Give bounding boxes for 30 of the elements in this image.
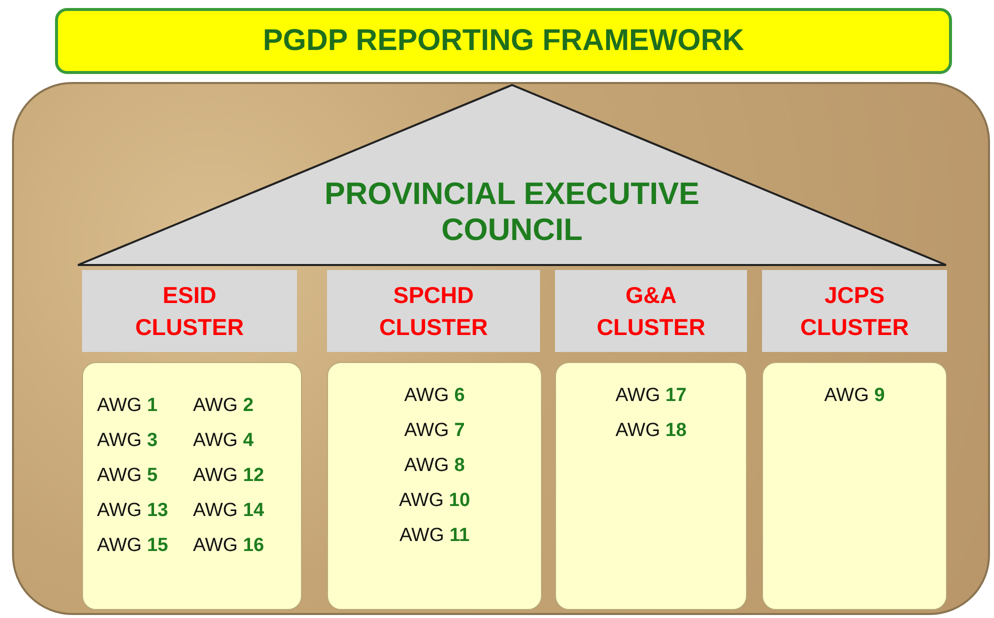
working-group-label: AWG 8 — [404, 455, 465, 477]
cluster-header: ESID CLUSTER — [82, 270, 297, 352]
working-group-label: AWG 12 — [193, 465, 264, 487]
cluster-header: G&A CLUSTER — [555, 270, 747, 352]
working-group-label: AWG 3 — [97, 430, 158, 452]
council-heading: PROVINCIAL EXECUTIVE COUNCIL — [324, 176, 700, 248]
roof-triangle — [77, 84, 947, 266]
working-group-label: AWG 5 — [97, 465, 158, 487]
working-group-label: AWG 7 — [404, 420, 465, 442]
title-banner: PGDP REPORTING FRAMEWORK — [55, 8, 952, 74]
working-group-card — [555, 362, 747, 610]
working-group-label: AWG 11 — [399, 525, 470, 547]
working-group-label: AWG 16 — [193, 535, 264, 557]
working-group-label: AWG 2 — [193, 395, 254, 417]
cluster-header: SPCHD CLUSTER — [327, 270, 540, 352]
working-group-label: AWG 18 — [615, 420, 687, 442]
textured-panel — [12, 82, 990, 615]
working-group-label: AWG 6 — [404, 385, 465, 407]
working-group-card — [82, 362, 302, 610]
working-group-label: AWG 4 — [193, 430, 254, 452]
working-group-card — [762, 362, 947, 610]
working-group-label: AWG 10 — [398, 490, 470, 512]
cluster-header: JCPS CLUSTER — [762, 270, 947, 352]
working-group-label: AWG 1 — [97, 395, 158, 417]
working-group-label: AWG 9 — [824, 385, 885, 407]
working-group-label: AWG 15 — [97, 535, 168, 557]
working-group-label: AWG 13 — [97, 500, 168, 522]
working-group-label: AWG 14 — [193, 500, 264, 522]
working-group-card — [327, 362, 542, 610]
working-group-label: AWG 17 — [615, 385, 687, 407]
